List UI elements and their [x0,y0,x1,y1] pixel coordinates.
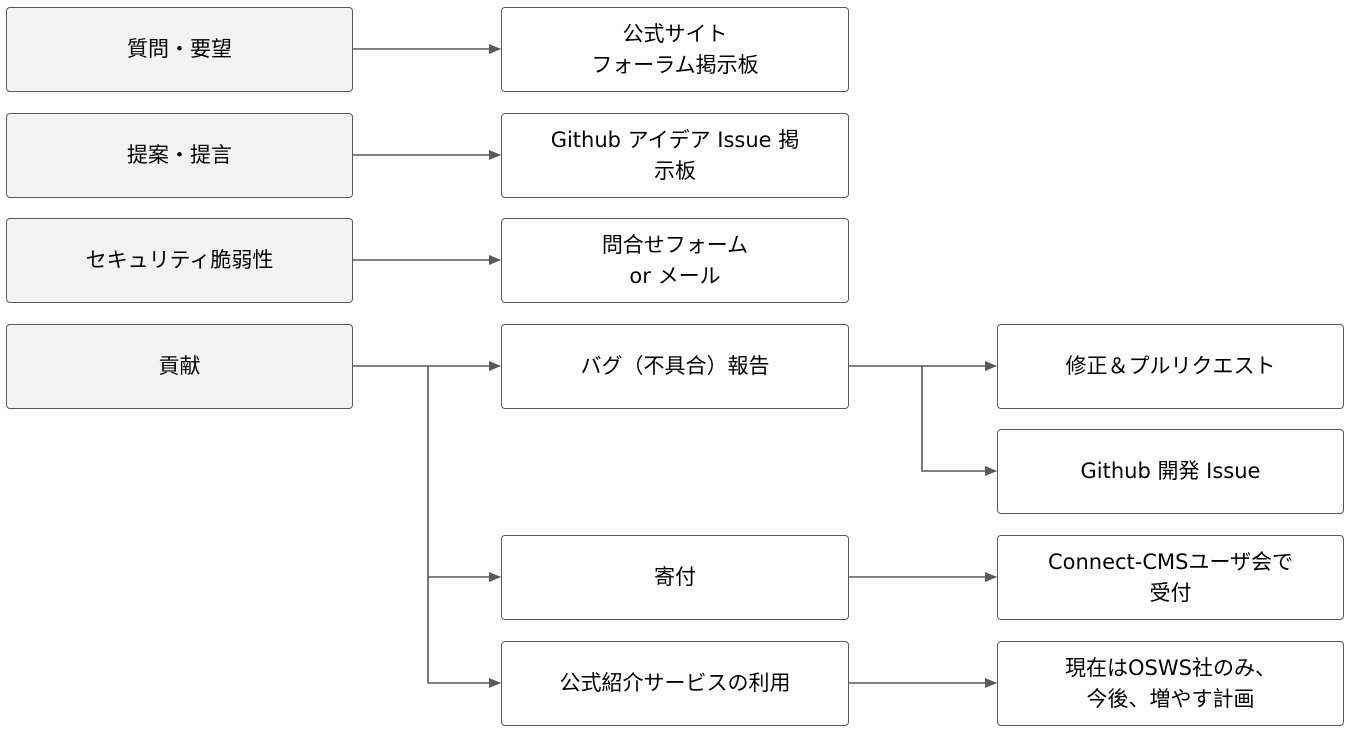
node-contact: 問合せフォーム or メール [501,218,849,303]
node-official-intro: 公式紹介サービスの利用 [501,641,849,726]
arrow-contribution-to-donation [427,366,501,582]
node-question: 質問・要望 [6,7,353,92]
node-official-forum: 公式サイト フォーラム掲示板 [501,7,849,92]
node-proposal: 提案・提言 [6,113,353,198]
node-github-dev: Github 開発 Issue [997,429,1344,514]
node-fix-pr: 修正＆プルリクエスト [997,324,1344,409]
node-donation: 寄付 [501,535,849,620]
node-bug-report: バグ（不具合）報告 [501,324,849,409]
node-osws: 現在はOSWS社のみ、 今後、増やす計画 [997,641,1344,726]
node-contribution: 貢献 [6,324,353,409]
node-security: セキュリティ脆弱性 [6,218,353,303]
node-user-group: Connect-CMSユーザ会で 受付 [997,535,1344,620]
node-github-idea: Github アイデア Issue 掲 示板 [501,113,849,198]
arrow-contribution-to-official-intro [427,577,501,688]
arrow-bug-report-to-github-dev [921,366,997,476]
